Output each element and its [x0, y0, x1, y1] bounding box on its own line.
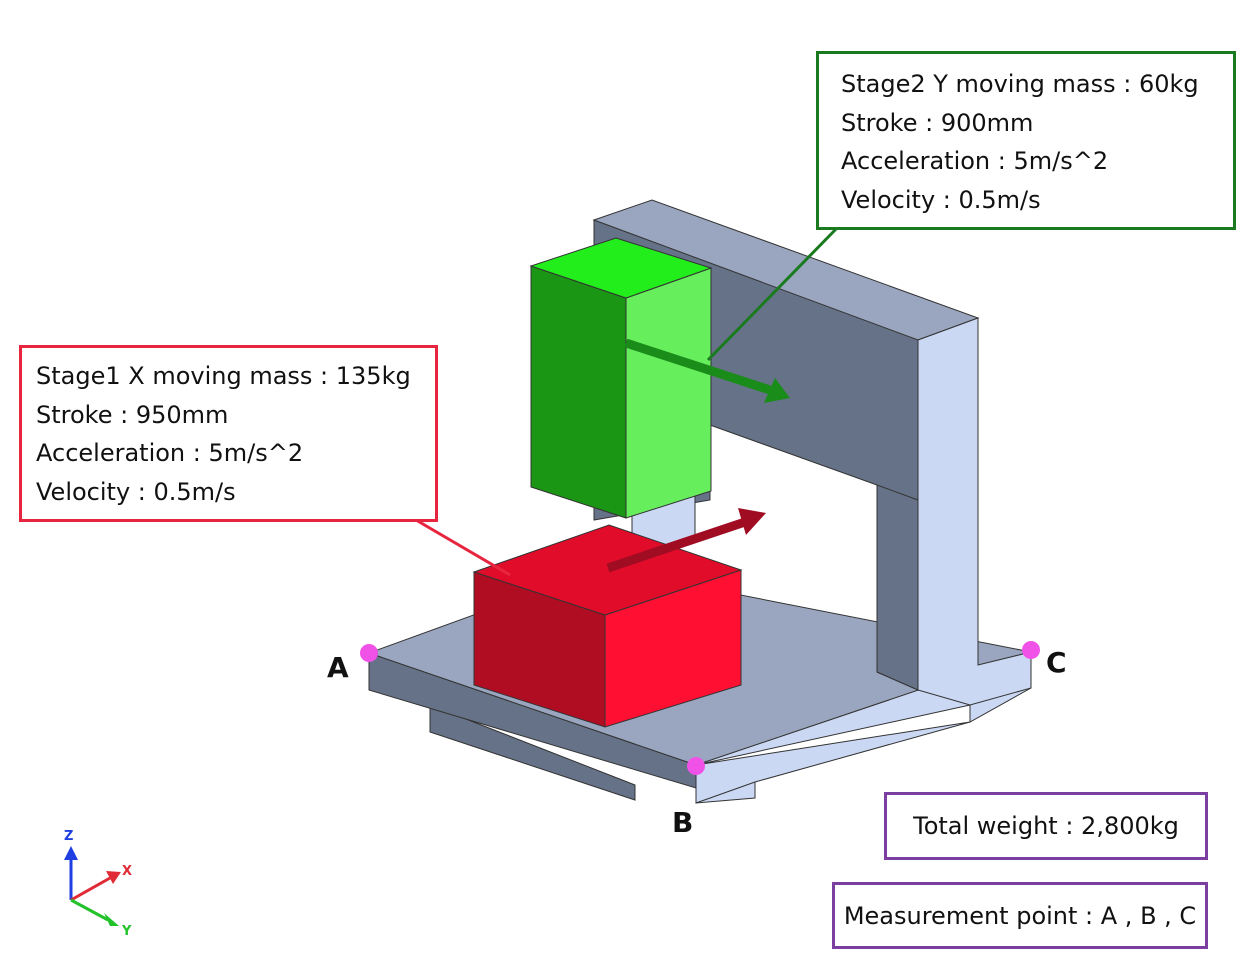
axis-z-label: Z	[64, 829, 73, 844]
measure-point-b	[687, 757, 705, 775]
stage2-block-top	[529, 237, 713, 299]
stage2-block-left	[530, 265, 627, 519]
stage2-leader-line	[706, 225, 840, 362]
axis-y-label: Y	[121, 924, 132, 939]
stage1-acceleration: Acceleration : 5m/s^2	[36, 439, 304, 467]
measure-point-a	[360, 644, 378, 662]
stage2-spec-callout: Stage2 Y moving mass : 60kg Stroke : 900…	[816, 51, 1236, 230]
stage1-stroke: Stroke : 950mm	[36, 400, 229, 429]
axis-z-head	[64, 846, 78, 860]
stage1-arrow-head	[738, 508, 766, 535]
stage2-block-front	[625, 267, 712, 519]
stage2-arrow-head	[764, 378, 790, 403]
measurement-point-box: Measurement point : A , B , C	[832, 882, 1208, 949]
stage2-velocity: Velocity : 0.5m/s	[841, 185, 1041, 214]
stage2-acceleration: Acceleration : 5m/s^2	[841, 147, 1109, 175]
stage1-arrow-shaft	[606, 517, 747, 573]
frame-column-shadow	[876, 484, 919, 691]
axis-x-label: X	[122, 864, 132, 879]
stage2-mass: Stage2 Y moving mass : 60kg	[841, 70, 1199, 98]
total-weight-box: Total weight : 2,800kg	[884, 792, 1208, 860]
base-front-left-lower	[429, 704, 636, 801]
total-weight-text: Total weight : 2,800kg	[913, 812, 1179, 840]
stage1-velocity: Velocity : 0.5m/s	[36, 477, 236, 506]
point-label-a: A	[327, 651, 349, 684]
axis-y-head	[104, 913, 119, 926]
stage1-spec-callout: Stage1 X moving mass : 135kg Stroke : 95…	[19, 345, 438, 522]
frame-right-column	[917, 317, 1032, 706]
stage1-leader-line	[415, 518, 511, 577]
stage1-mass: Stage1 X moving mass : 135kg	[36, 362, 411, 390]
stage2-arrow-shaft	[624, 338, 772, 395]
axis-x-head	[106, 871, 121, 884]
measurement-point-text: Measurement point : A , B , C	[843, 901, 1197, 930]
stage2-stroke: Stroke : 900mm	[841, 108, 1034, 137]
axis-x-line	[70, 876, 111, 902]
measure-point-c	[1022, 641, 1040, 659]
axis-y-line	[70, 898, 109, 922]
point-label-c: C	[1046, 646, 1067, 679]
point-label-b: B	[672, 806, 693, 839]
